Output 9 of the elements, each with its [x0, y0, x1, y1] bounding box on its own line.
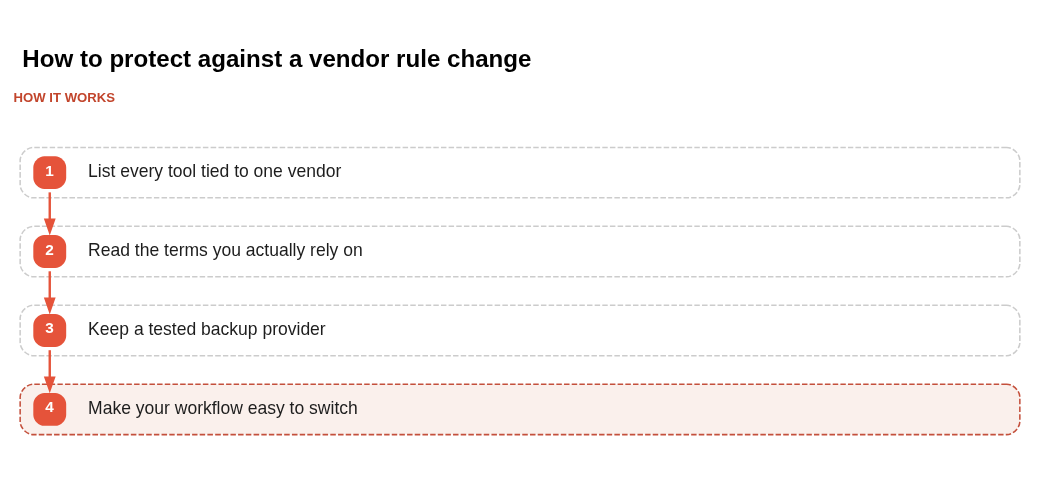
- arrow: [43, 191, 56, 235]
- node-box: 3 Keep a tested backup provider: [19, 304, 1021, 356]
- arrow: [43, 349, 56, 393]
- label: HOW IT WORKS: [13, 89, 116, 105]
- node-box: 2 Read the terms you actually rely on: [19, 225, 1021, 278]
- node-box: 1 List every tool tied to one vendor: [19, 146, 1021, 199]
- node-box: 4 Make your workflow easy to switch: [19, 382, 1021, 435]
- arrow: [43, 270, 56, 314]
- diagram-title: How to protect against a vendor rule change: [22, 44, 532, 72]
